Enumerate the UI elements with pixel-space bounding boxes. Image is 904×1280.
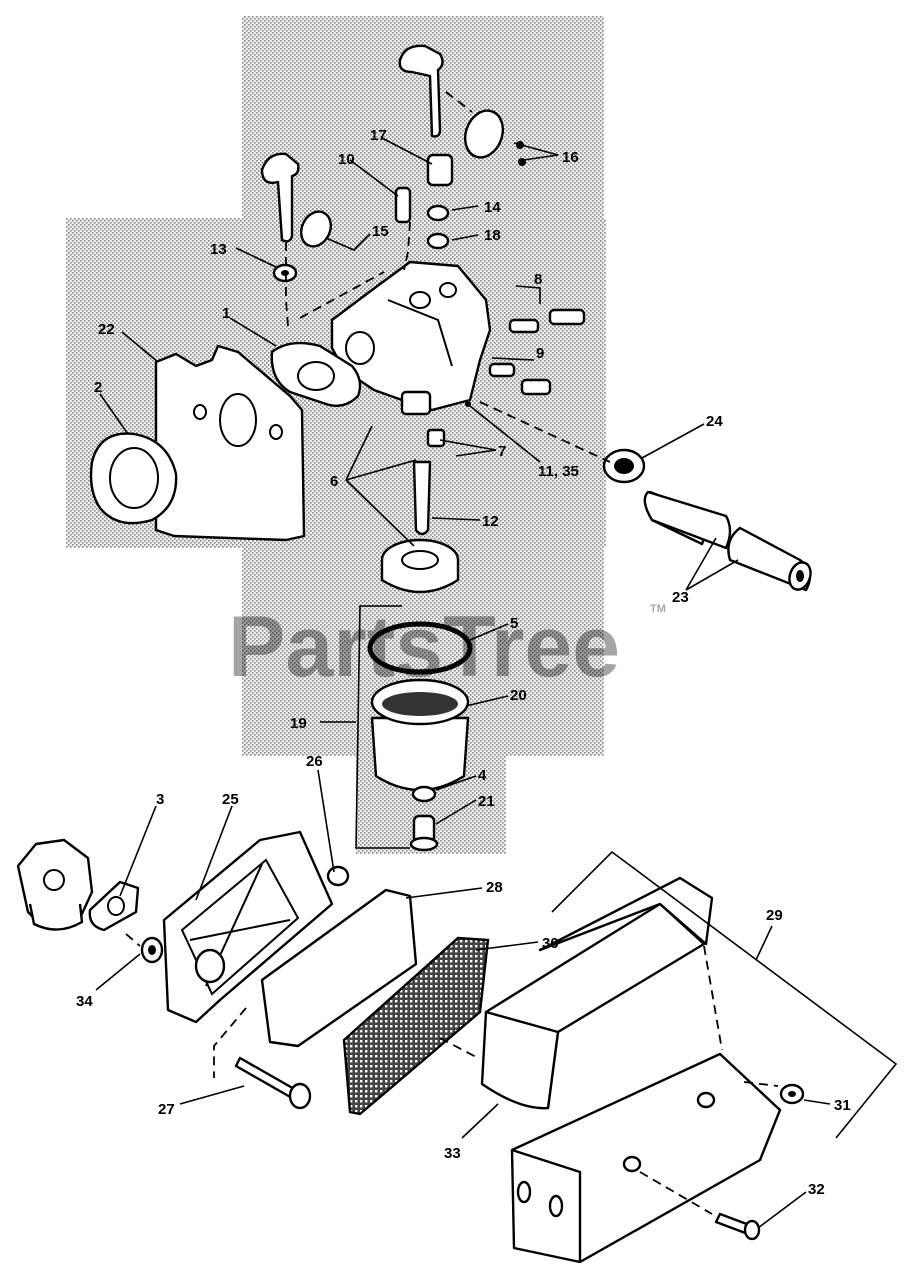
callout-28: 28 xyxy=(486,879,503,896)
throttle-shaft xyxy=(260,152,300,243)
carburetor-body xyxy=(330,260,492,416)
callout-31: 31 xyxy=(834,1097,851,1114)
seal-13 xyxy=(272,263,298,283)
callout-5: 5 xyxy=(510,615,518,632)
bolt-27 xyxy=(234,1056,312,1110)
hose-23b xyxy=(727,526,812,592)
bolt-21 xyxy=(409,814,439,852)
callout-2: 2 xyxy=(94,379,102,396)
gasket-22 xyxy=(154,344,306,542)
callout-21: 21 xyxy=(478,793,495,810)
callout-30: 30 xyxy=(542,935,559,952)
screw-8 xyxy=(508,308,586,334)
needle-valve-17 xyxy=(426,153,454,187)
callout-7: 7 xyxy=(498,443,506,460)
housing-top xyxy=(538,876,714,952)
callout-29: 29 xyxy=(766,907,783,924)
float-bowl-20 xyxy=(370,678,470,792)
callout-10: 10 xyxy=(338,151,355,168)
callout-6: 6 xyxy=(330,473,338,490)
choke-shaft-upper xyxy=(398,44,444,138)
callout-17: 17 xyxy=(370,127,387,144)
callout-15-upper: 15 xyxy=(372,223,389,240)
stipple-background xyxy=(66,16,606,854)
bracket-19 xyxy=(355,605,410,849)
callout-12: 12 xyxy=(482,513,499,530)
callout-20: 20 xyxy=(510,687,527,704)
leader-lines xyxy=(95,137,898,1229)
pin-12 xyxy=(412,460,432,536)
callout-19: 19 xyxy=(290,715,307,732)
watermark: PartsTree TM xyxy=(228,599,666,695)
clamp-24 xyxy=(602,448,646,484)
float-bowl-ring xyxy=(380,538,460,594)
callout-4: 4 xyxy=(478,767,487,784)
callout-25: 25 xyxy=(222,791,239,808)
callout-26: 26 xyxy=(306,753,323,770)
throttle-plate-15 xyxy=(300,210,332,248)
washer-18 xyxy=(426,232,450,250)
pre-cleaner-30 xyxy=(342,936,490,1116)
callout-34: 34 xyxy=(76,993,93,1010)
callout-9: 9 xyxy=(536,345,544,362)
nut-31 xyxy=(779,1083,805,1105)
filter-28 xyxy=(260,888,418,1048)
callout-24: 24 xyxy=(706,413,723,430)
clip-7 xyxy=(426,401,471,448)
callout-18: 18 xyxy=(484,227,501,244)
callout-11-35: 11, 35 xyxy=(538,463,579,480)
callout-13: 13 xyxy=(210,241,227,258)
callout-labels: 16 17 10 14 18 15 13 1 22 2 8 9 7 11, 35… xyxy=(76,127,851,1198)
carburetor-small xyxy=(16,838,94,931)
callout-33: 33 xyxy=(444,1145,461,1162)
callout-32: 32 xyxy=(808,1181,825,1198)
cover-33 xyxy=(480,902,706,1110)
watermark-tm: TM xyxy=(650,603,666,615)
gasket-5 xyxy=(367,621,473,675)
screw-10 xyxy=(394,186,412,224)
callout-3: 3 xyxy=(156,791,164,808)
washer-4 xyxy=(411,785,437,803)
housing-outer xyxy=(510,1052,782,1264)
assembly-dashed-lines xyxy=(125,91,779,1215)
callout-23: 23 xyxy=(672,589,689,606)
screw-32 xyxy=(714,1212,761,1241)
callout-27: 27 xyxy=(158,1101,175,1118)
callout-22: 22 xyxy=(98,321,115,338)
callout-8: 8 xyxy=(534,271,542,288)
washer-14 xyxy=(426,204,450,222)
screw-9 xyxy=(488,362,552,396)
air-cleaner-base-25 xyxy=(162,830,334,1024)
hose-23a xyxy=(643,490,732,550)
screw-26 xyxy=(326,865,350,887)
spacer-34 xyxy=(140,936,164,964)
callout-16: 16 xyxy=(562,149,579,166)
callout-14: 14 xyxy=(484,199,501,216)
gasket-3 xyxy=(88,880,140,932)
callout-1: 1 xyxy=(222,305,230,322)
gasket-1 xyxy=(270,341,362,407)
gasket-2 xyxy=(89,432,178,525)
